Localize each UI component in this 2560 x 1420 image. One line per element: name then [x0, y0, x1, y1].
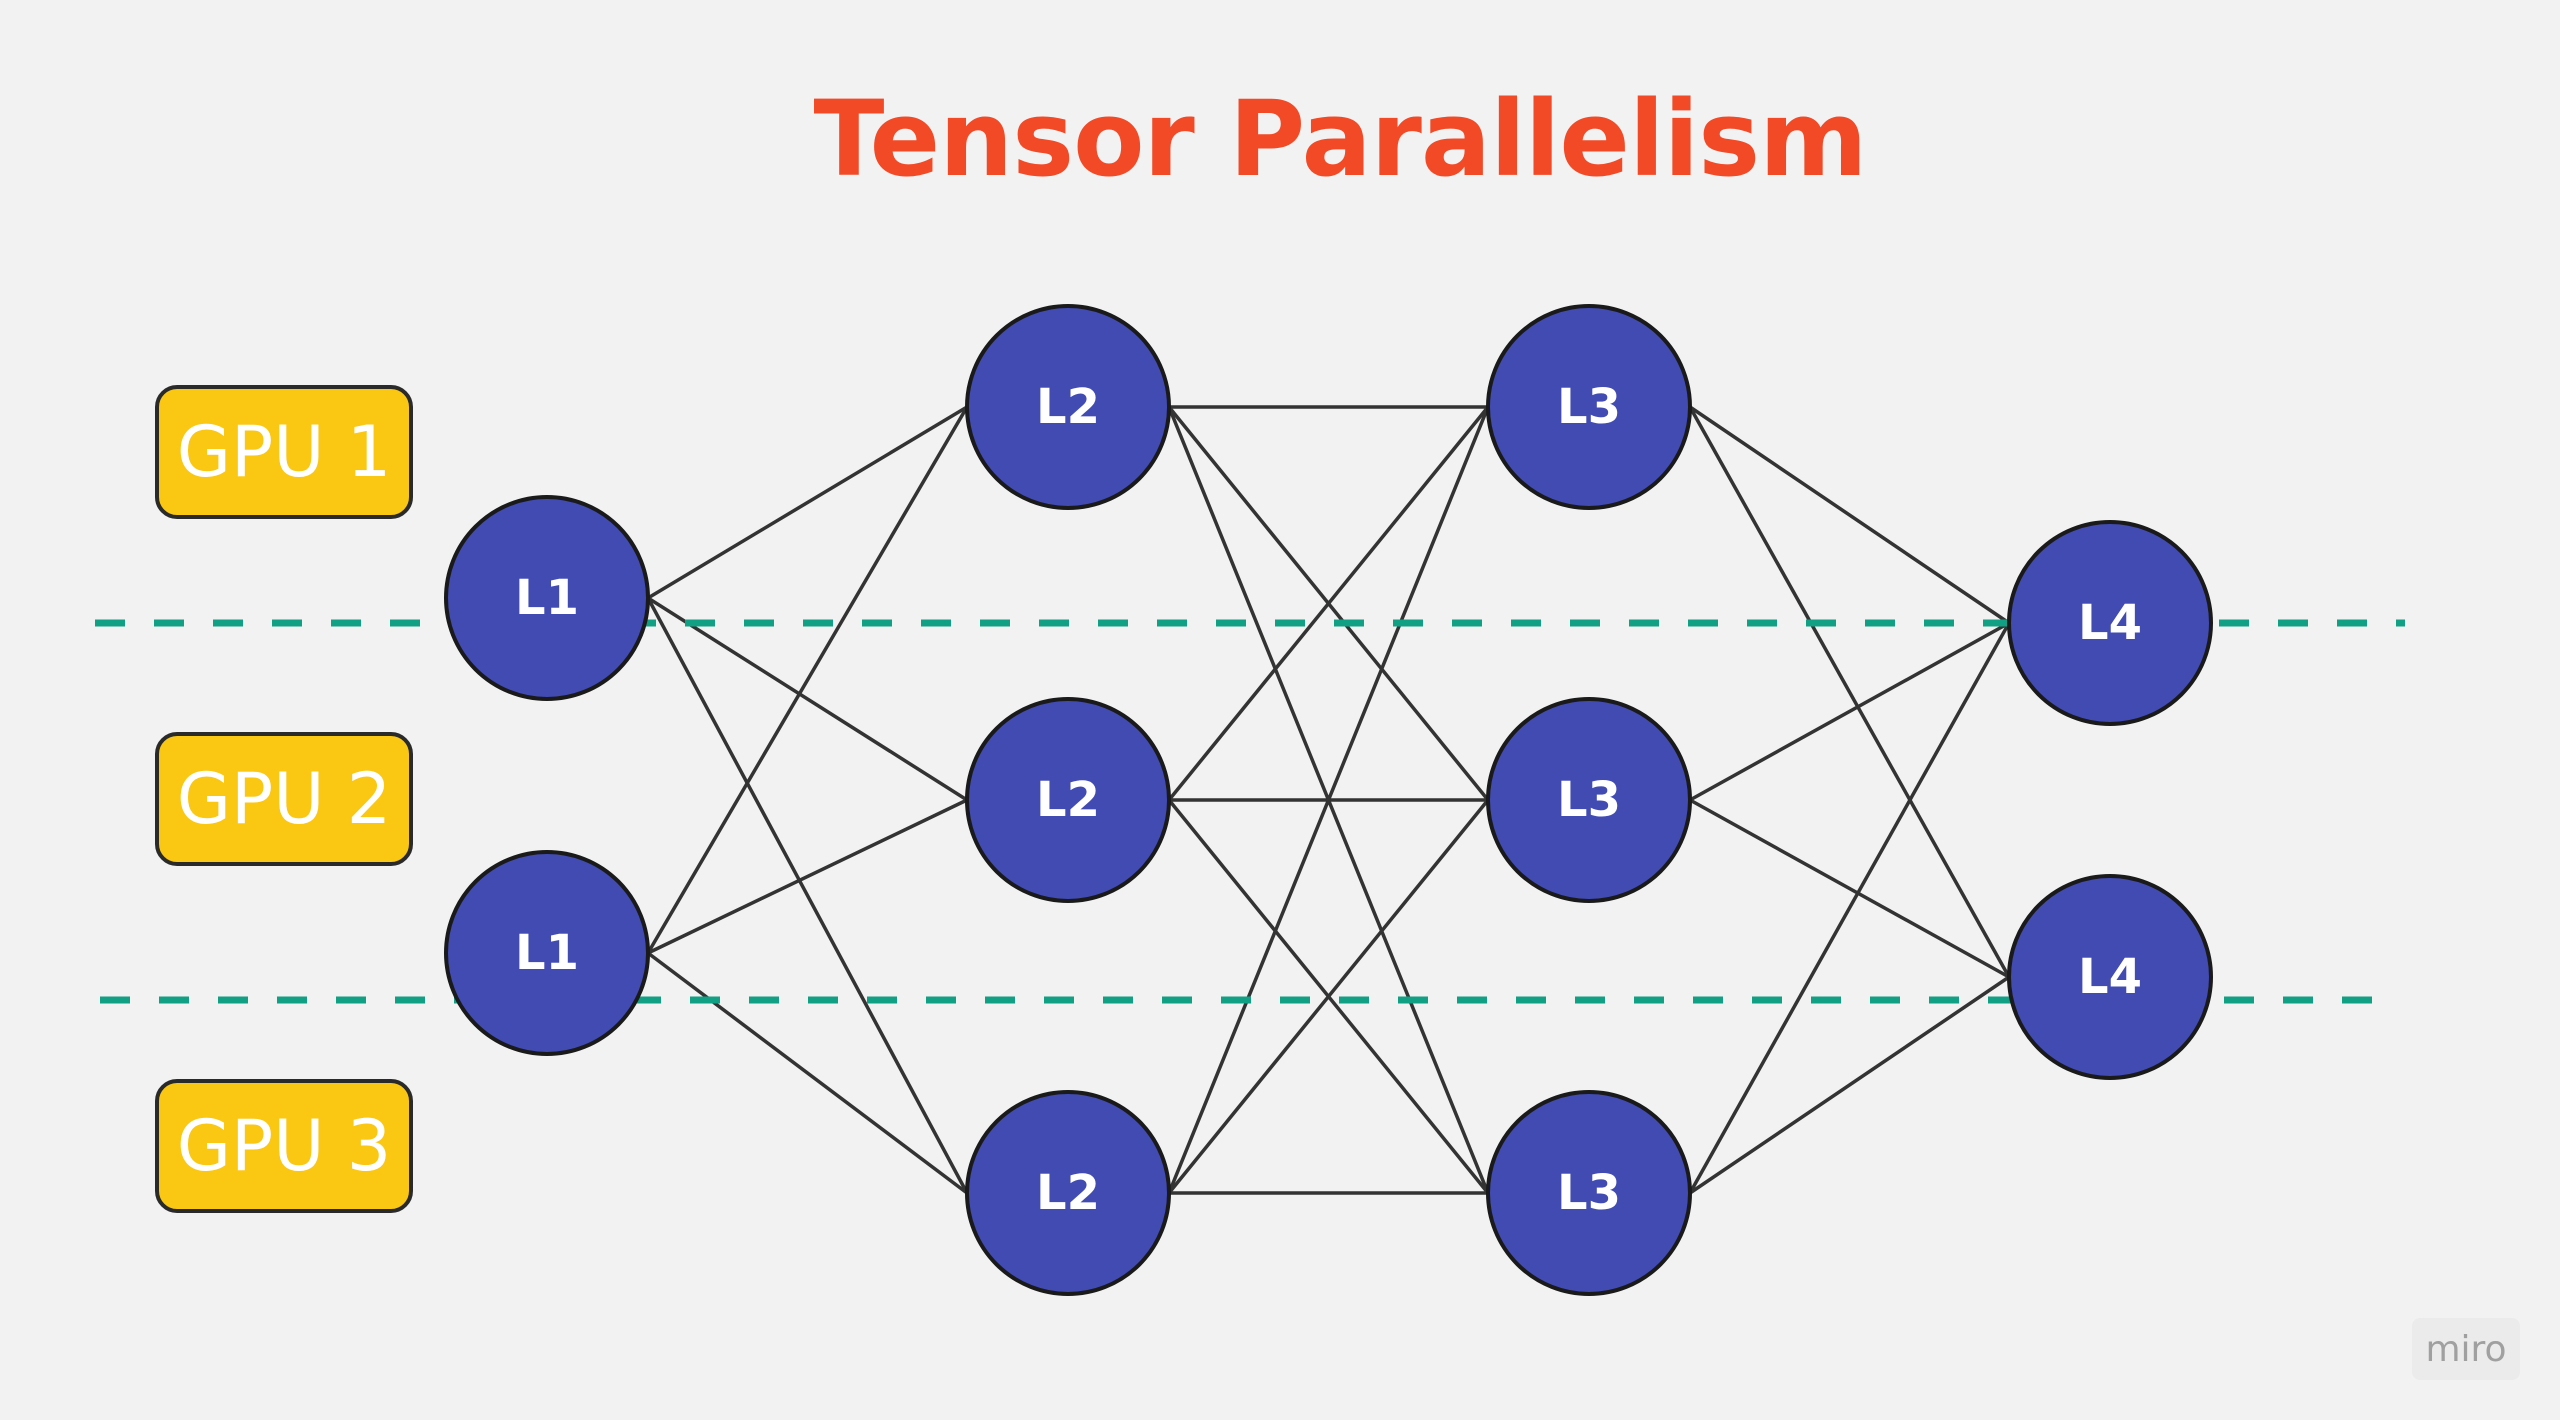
edge-L1-1-to-L2-2 — [647, 596, 968, 802]
miro-watermark: miro — [2412, 1318, 2520, 1380]
node-label: L3 — [1557, 772, 1621, 828]
edge-L2-3-to-L3-1 — [1167, 406, 1490, 1194]
gpu-2-label: GPU 2 — [155, 732, 413, 866]
edge-L1-1-to-L2-1 — [647, 405, 968, 600]
node-L2-1[interactable]: L2 — [965, 304, 1171, 510]
node-circle — [965, 1090, 1171, 1296]
node-label: L1 — [515, 925, 579, 981]
node-label: L2 — [1036, 772, 1100, 828]
node-circle — [965, 697, 1171, 903]
node-circle — [965, 304, 1171, 510]
edge-L1-1-to-L2-3 — [646, 597, 969, 1194]
node-L1-2[interactable]: L1 — [444, 850, 650, 1056]
node-label: L3 — [1557, 379, 1621, 435]
node-circle — [444, 850, 650, 1056]
node-label: L3 — [1557, 1165, 1621, 1221]
edge-L1-2-to-L2-1 — [646, 406, 969, 954]
node-circle — [1486, 304, 1692, 510]
node-L1-1[interactable]: L1 — [444, 495, 650, 701]
node-L4-1[interactable]: L4 — [2007, 520, 2213, 726]
node-L3-2[interactable]: L3 — [1486, 697, 1692, 903]
node-L2-3[interactable]: L2 — [965, 1090, 1171, 1296]
node-label: L4 — [2078, 595, 2142, 651]
node-circle — [1486, 697, 1692, 903]
node-circle — [444, 495, 650, 701]
node-label: L2 — [1036, 1165, 1100, 1221]
node-circle — [2007, 520, 2213, 726]
network-edges — [646, 405, 2011, 1195]
node-label: L4 — [2078, 949, 2142, 1005]
edge-L3-1-to-L4-2 — [1688, 406, 2011, 978]
node-circle — [1486, 1090, 1692, 1296]
edge-L3-2-to-L4-2 — [1689, 798, 2010, 979]
gpu-1-label: GPU 1 — [155, 385, 413, 519]
edge-L2-3-to-L3-2 — [1167, 798, 1490, 1195]
node-L2-2[interactable]: L2 — [965, 697, 1171, 903]
edge-L2-2-to-L3-1 — [1167, 405, 1490, 802]
node-label: L2 — [1036, 379, 1100, 435]
edge-L3-3-to-L4-2 — [1689, 975, 2010, 1195]
node-label: L1 — [515, 570, 579, 626]
edge-L3-1-to-L4-1 — [1689, 405, 2010, 625]
edge-L1-2-to-L2-3 — [646, 951, 969, 1195]
gpu-3-label: GPU 3 — [155, 1079, 413, 1213]
node-L3-1[interactable]: L3 — [1486, 304, 1692, 510]
node-circle — [2007, 874, 2213, 1080]
diagram-title: Tensor Parallelism — [813, 78, 1867, 200]
edge-L3-2-to-L4-1 — [1689, 621, 2010, 802]
node-L4-2[interactable]: L4 — [2007, 874, 2213, 1080]
node-L3-3[interactable]: L3 — [1486, 1090, 1692, 1296]
edge-L3-3-to-L4-1 — [1688, 622, 2011, 1194]
edge-L1-2-to-L2-2 — [647, 798, 968, 955]
